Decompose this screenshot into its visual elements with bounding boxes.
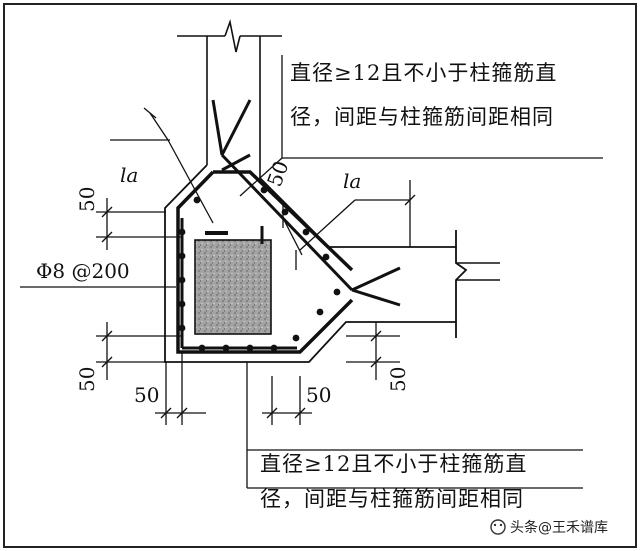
dim-bottom-left: 50 — [134, 383, 159, 407]
longitudinal-bars — [178, 186, 341, 352]
beam-outline — [456, 262, 500, 281]
watermark-logo-icon — [490, 519, 506, 535]
top-note-line1: 直径≥12且不小于柱箍筋直 — [290, 61, 557, 85]
upper-column-outline — [177, 19, 282, 178]
anchorage-right-label: la — [343, 169, 361, 193]
top-note-line2: 径，间距与柱箍筋间距相同 — [290, 105, 554, 129]
dim-bottom-right: 50 — [306, 383, 331, 407]
bottom-note-line2: 径，间距与柱箍筋间距相同 — [260, 487, 524, 511]
outer-stirrup — [176, 170, 354, 354]
stirrup-spec-label: Φ8 @200 — [36, 259, 130, 283]
note-leaders — [20, 55, 603, 489]
anchorage-left-label: la — [120, 163, 138, 187]
outer-border — [3, 3, 637, 548]
bottom-note-line1: 直径≥12且不小于柱箍筋直 — [260, 452, 527, 476]
dim-left-bottom: 50 — [75, 367, 99, 392]
watermark-text: 头条@王禾谱库 — [510, 519, 608, 536]
dim-right-bottom: 50 — [386, 367, 410, 392]
watermark: 头条@王禾谱库 — [490, 519, 608, 536]
dim-left-top: 50 — [75, 187, 99, 212]
column-core — [194, 239, 272, 335]
dimension-lines — [96, 107, 416, 425]
